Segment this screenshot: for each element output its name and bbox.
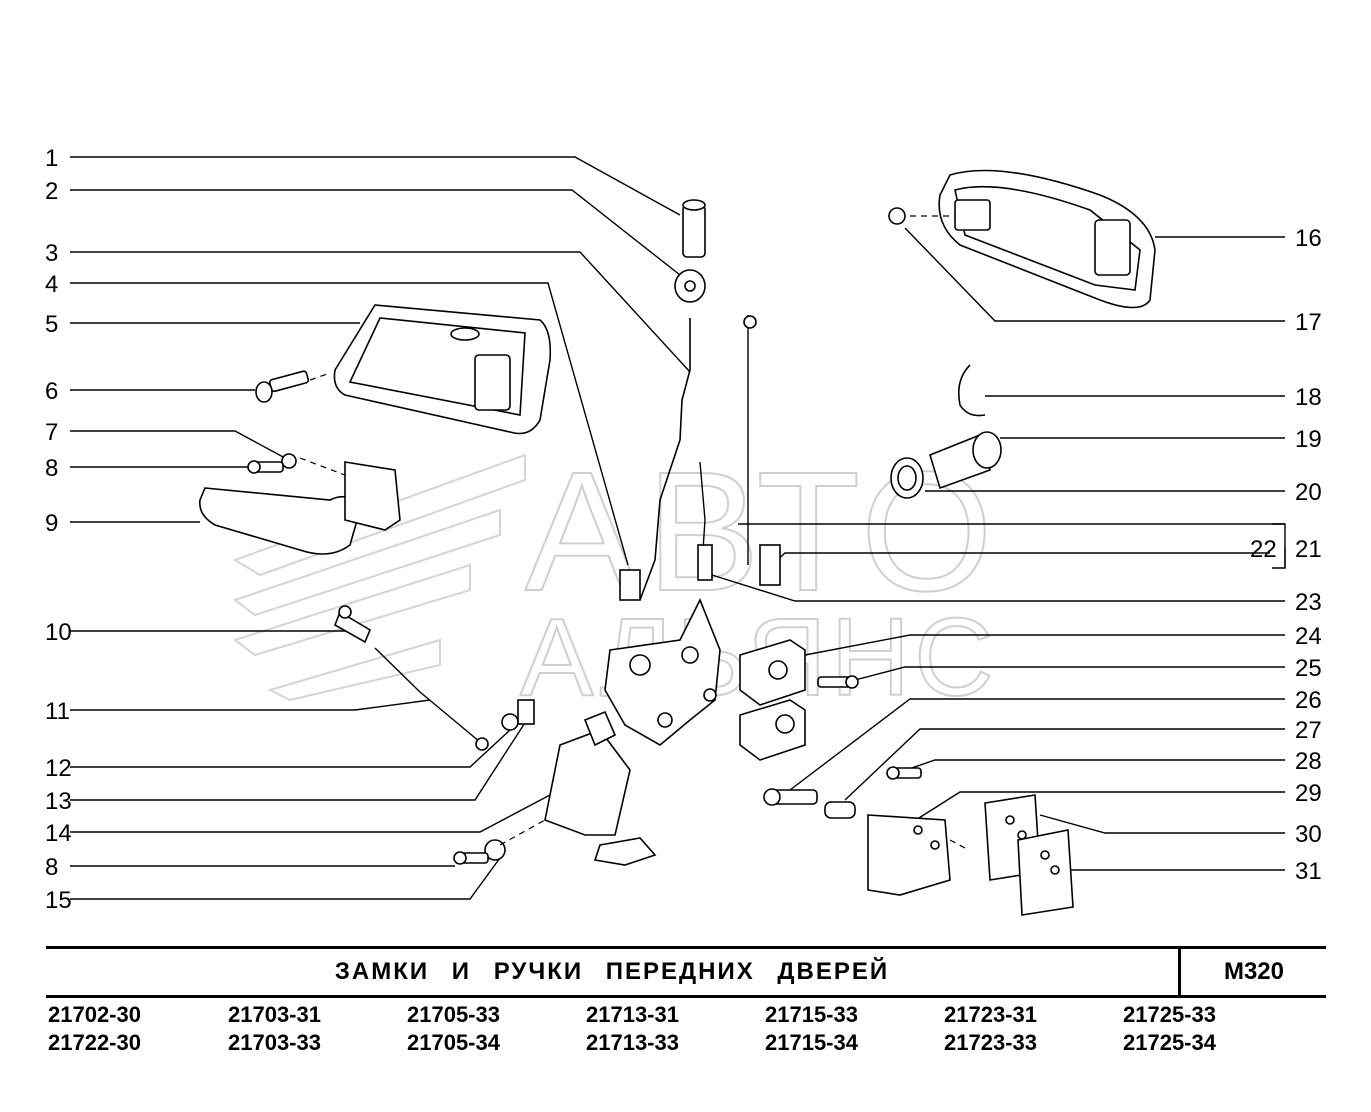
model-code: 21715-34 — [765, 1030, 858, 1055]
part-2-grommet — [674, 269, 706, 303]
model-code: 21715-33 — [765, 1002, 858, 1027]
callout-2: 2 — [45, 178, 58, 205]
callout-5: 5 — [45, 311, 58, 338]
model-code: 21723-31 — [944, 1002, 1037, 1027]
part-13-clip — [517, 699, 535, 725]
callout-12: 12 — [45, 755, 72, 782]
drawing-code: M320 — [1223, 958, 1285, 985]
callout-31: 31 — [1295, 858, 1322, 885]
callout-6: 6 — [45, 378, 58, 405]
callout-21: 21 — [1295, 536, 1322, 563]
page-title: ЗАМКИ И РУЧКИ ПЕРЕДНИХ ДВЕРЕЙ — [334, 958, 890, 985]
callout-29: 29 — [1295, 780, 1322, 807]
part-10-link — [334, 605, 372, 644]
part-28-screw — [886, 766, 922, 780]
callout-25: 25 — [1295, 655, 1322, 682]
model-code: 21713-33 — [586, 1030, 679, 1055]
callout-11: 11 — [45, 698, 70, 725]
callout-26: 26 — [1295, 687, 1322, 714]
callout-20: 20 — [1295, 479, 1322, 506]
part-26-latch-lower — [739, 699, 806, 761]
model-list: 21702-30 21722-30 21703-31 21703-33 2170… — [46, 1001, 1326, 1061]
part-8-screw — [247, 460, 284, 474]
part-22-clip — [759, 544, 781, 586]
callout-14: 14 — [45, 820, 72, 847]
part-21-rod — [743, 315, 757, 565]
part-17-nut — [888, 207, 906, 225]
model-column: 21713-31 21713-33 — [586, 1001, 746, 1057]
part-29-bracket — [867, 814, 951, 896]
part-20-gasket — [890, 457, 924, 499]
model-code: 21725-33 — [1123, 1002, 1216, 1027]
part-19-lock-cylinder — [929, 431, 1002, 490]
model-code: 21725-34 — [1123, 1030, 1216, 1055]
leaders-left — [70, 156, 691, 900]
callout-7: 7 — [45, 419, 58, 446]
callout-19: 19 — [1295, 426, 1322, 453]
model-code: 21713-31 — [586, 1002, 679, 1027]
callout-16: 16 — [1295, 225, 1322, 252]
model-column: 21725-33 21725-34 — [1123, 1001, 1283, 1057]
callout-15: 15 — [45, 887, 72, 914]
model-code: 21722-30 — [48, 1030, 141, 1055]
part-lock-mechanism — [604, 598, 721, 746]
callout-24: 24 — [1295, 623, 1322, 650]
part-31-plate — [1017, 829, 1074, 916]
part-5-handle-housing — [333, 304, 552, 435]
model-code: 21705-34 — [407, 1030, 500, 1055]
part-1-lock-knob — [682, 199, 706, 258]
code-cell: M320 — [1178, 949, 1327, 995]
part-24-latch — [739, 639, 806, 706]
callout-labels-right: 16 17 18 19 20 22 21 23 24 25 26 27 28 2… — [1250, 225, 1322, 885]
part-12-washer — [501, 713, 519, 731]
callout-9: 9 — [45, 510, 58, 537]
callout-27: 27 — [1295, 717, 1322, 744]
callout-1: 1 — [45, 145, 58, 172]
model-column: 21705-33 21705-34 — [407, 1001, 567, 1057]
part-8-screw-lower — [453, 851, 489, 865]
part-3-knob-rod — [639, 318, 691, 601]
callout-28: 28 — [1295, 748, 1322, 775]
title-block: ЗАМКИ И РУЧКИ ПЕРЕДНИХ ДВЕРЕЙ M320 21702… — [46, 946, 1326, 1055]
model-column: 21715-33 21715-34 — [765, 1001, 925, 1057]
model-code: 21703-31 — [228, 1002, 321, 1027]
part-4-clip — [619, 569, 641, 601]
callout-23: 23 — [1295, 589, 1322, 616]
callout-3: 3 — [45, 240, 58, 267]
model-code: 21702-30 — [48, 1002, 141, 1027]
part-16-outer-handle — [938, 169, 1156, 309]
model-code: 21703-33 — [228, 1030, 321, 1055]
part-29-sleeve — [824, 801, 856, 819]
part-7-nut — [281, 453, 297, 469]
model-column: 21723-31 21723-33 — [944, 1001, 1104, 1057]
callout-4: 4 — [45, 271, 58, 298]
callout-8b: 8 — [45, 854, 58, 881]
title-row: ЗАМКИ И РУЧКИ ПЕРЕДНИХ ДВЕРЕЙ M320 — [46, 946, 1326, 998]
part-18-spring-clip — [957, 364, 986, 417]
callout-8: 8 — [45, 455, 58, 482]
part-27-bolt — [763, 788, 818, 806]
part-25-screw — [817, 675, 859, 689]
model-column: 21703-31 21703-33 — [228, 1001, 388, 1057]
callout-17: 17 — [1295, 309, 1322, 336]
leaders-right — [711, 227, 1286, 871]
part-9-inner-handle — [198, 461, 401, 555]
callout-labels-left: 1 2 3 4 5 6 7 8 9 10 11 12 13 14 8 15 — [45, 145, 72, 914]
callout-18: 18 — [1295, 384, 1322, 411]
assembly-lines — [299, 215, 966, 849]
part-14-actuator — [544, 710, 657, 866]
callout-22: 22 — [1250, 536, 1277, 563]
model-code: 21705-33 — [407, 1002, 500, 1027]
callout-30: 30 — [1295, 821, 1322, 848]
part-6-screw — [255, 370, 310, 403]
part-23-rod — [697, 461, 713, 581]
model-code: 21723-33 — [944, 1030, 1037, 1055]
callout-13: 13 — [45, 788, 72, 815]
model-column: 21702-30 21722-30 — [48, 1001, 208, 1057]
callout-10: 10 — [45, 619, 72, 646]
part-11-rod — [374, 647, 489, 751]
